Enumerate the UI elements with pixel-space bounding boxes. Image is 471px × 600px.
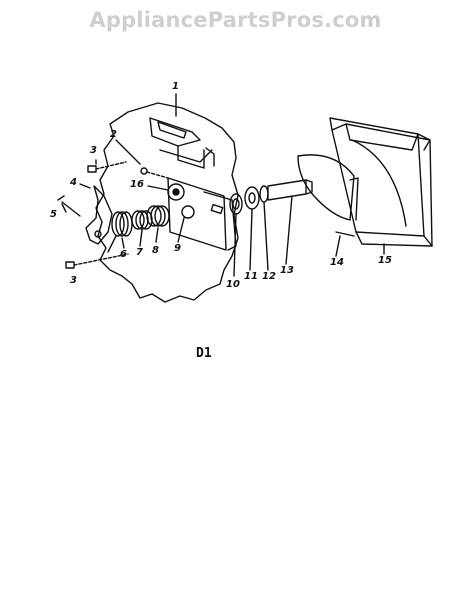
part-15-housing: [329, 117, 433, 247]
part-4-lever: [85, 185, 113, 245]
part-11-nut: [244, 186, 260, 210]
diagram-title: D1: [196, 346, 212, 361]
part-9-hole: [181, 205, 195, 219]
part-12-washer: [259, 185, 269, 203]
callout-14: 14: [330, 257, 344, 268]
part-14-flap: [297, 154, 359, 237]
callout-6: 6: [120, 249, 127, 260]
part-16-bushing: [167, 183, 185, 201]
callout-3-top: 3: [90, 145, 97, 156]
callout-15: 15: [378, 255, 392, 266]
watermark-text: AppliancePartsPros.com: [89, 8, 382, 32]
part-13-shaft: [267, 179, 313, 201]
part-6-torsion-spring: [107, 211, 133, 253]
part-3-screw-bottom: [65, 253, 129, 269]
part-5-pin: [61, 201, 81, 217]
callout-3-bottom: 3: [70, 275, 77, 286]
callout-9: 9: [174, 243, 181, 254]
callout-13: 13: [280, 265, 294, 276]
callout-4: 4: [70, 177, 77, 188]
main-panel: [95, 102, 239, 303]
part-1-bracket: [149, 117, 201, 147]
callout-7: 7: [136, 247, 143, 258]
part-3-screw-top: [87, 161, 127, 173]
callout-16: 16: [130, 179, 144, 190]
callout-5: 5: [50, 209, 57, 220]
part-2-screw: [140, 167, 169, 179]
callout-11: 11: [244, 271, 258, 282]
callout-12: 12: [262, 271, 276, 282]
part-7-spring: [131, 210, 153, 230]
callout-1: 1: [172, 81, 179, 92]
callout-8: 8: [152, 245, 159, 256]
callout-2: 2: [110, 129, 117, 140]
callout-10: 10: [226, 279, 240, 290]
part-8-spring: [146, 205, 170, 227]
